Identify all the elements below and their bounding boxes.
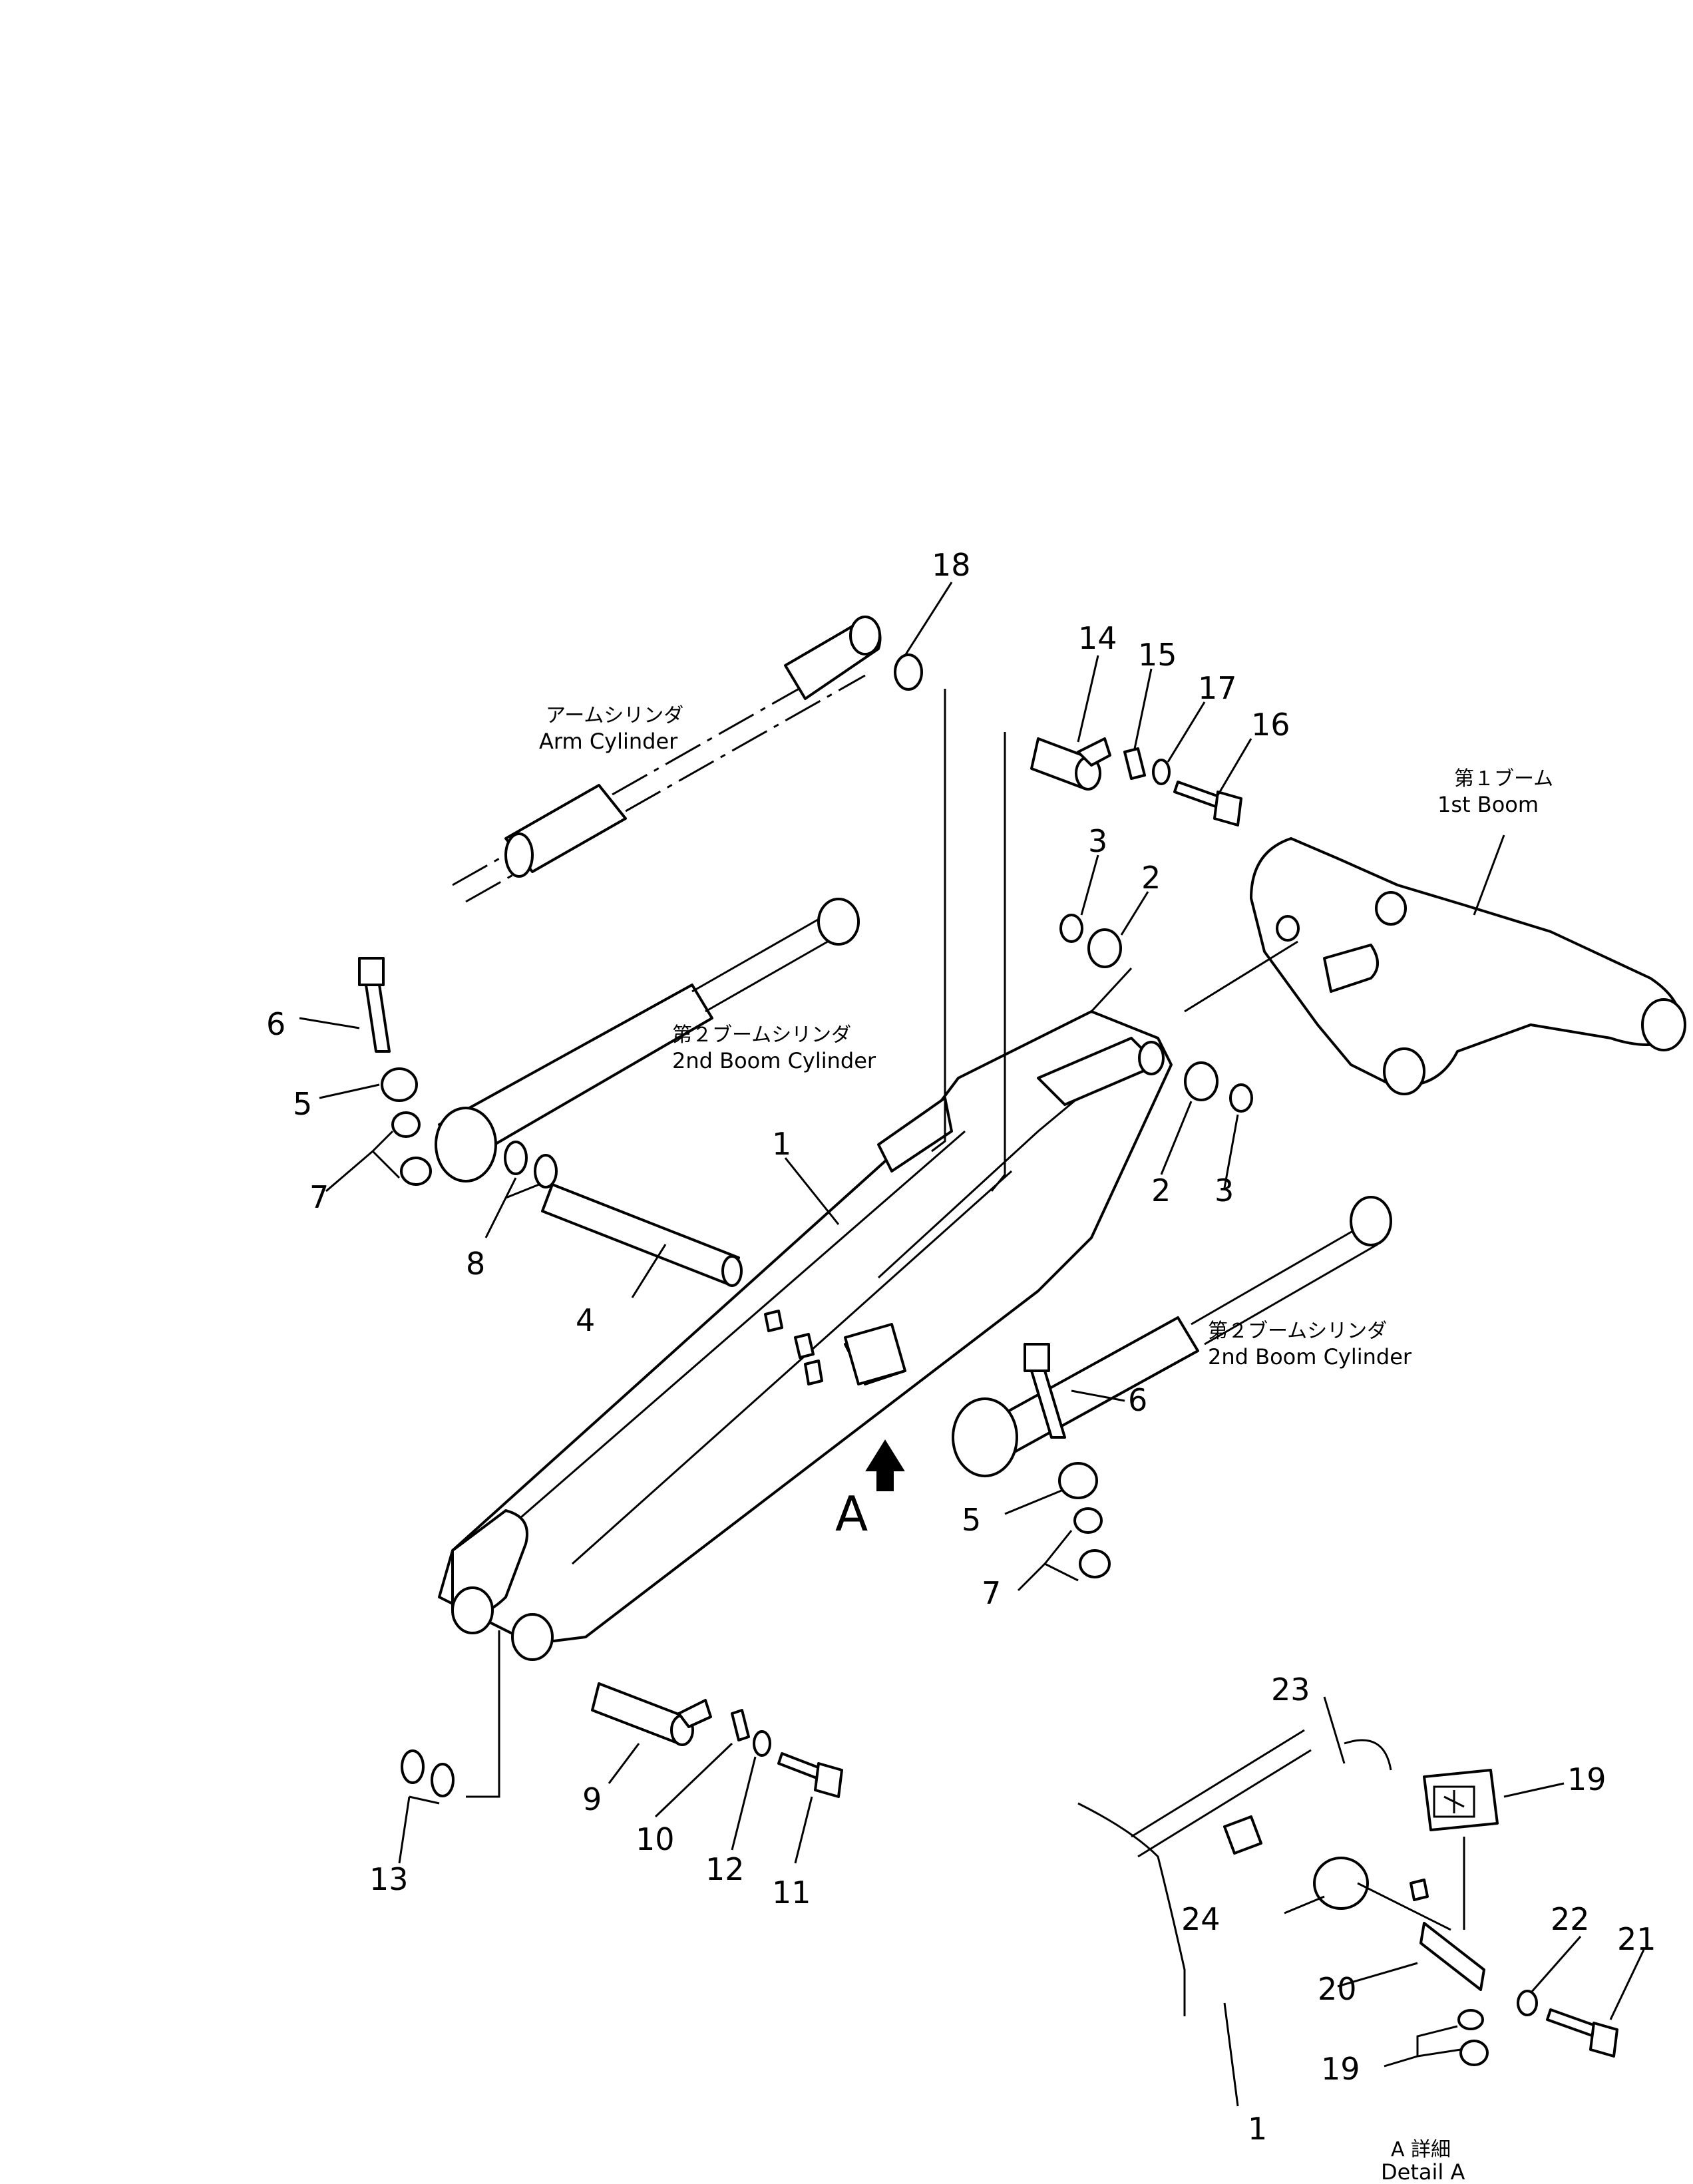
detail-a xyxy=(1077,1729,1618,2066)
callout-13: 13 xyxy=(369,1861,409,1897)
bolt-6-left xyxy=(358,957,391,1053)
washer-13 xyxy=(401,1749,455,1797)
callout-4: 4 xyxy=(576,1302,595,1338)
callout-17: 17 xyxy=(1198,670,1237,706)
callout-22: 22 xyxy=(1551,1901,1590,1937)
pin-4 xyxy=(541,1183,743,1287)
callout-3-lower: 3 xyxy=(1215,1173,1234,1208)
callouts: 18 14 15 17 16 3 2 1 2 3 6 5 7 8 4 6 5 7… xyxy=(266,547,1656,2147)
arm-cylinder-label-en: Arm Cylinder xyxy=(539,729,678,754)
callout-15: 15 xyxy=(1138,637,1177,673)
callout-5-right: 5 xyxy=(962,1502,981,1538)
washer-12 xyxy=(753,1730,771,1757)
callout-16: 16 xyxy=(1251,707,1290,743)
callout-24: 24 xyxy=(1181,1901,1221,1937)
nut-7-right xyxy=(1073,1507,1111,1578)
callout-23: 23 xyxy=(1271,1672,1310,1708)
callout-9: 9 xyxy=(582,1781,602,1817)
callout-19-nut: 19 xyxy=(1321,2051,1360,2087)
callout-8: 8 xyxy=(466,1246,485,1282)
callout-3-upper: 3 xyxy=(1088,823,1107,859)
second-boom-cylinder-upper xyxy=(435,898,860,1183)
plate-10 xyxy=(731,1709,750,1741)
bushing-2-upper xyxy=(1087,928,1122,968)
view-a-label: A xyxy=(835,1486,868,1542)
callout-14: 14 xyxy=(1078,620,1117,656)
detail-a-label-jp: A 詳細 xyxy=(1391,2138,1451,2161)
lamp-on-boom xyxy=(764,1310,906,1385)
plate-15 xyxy=(1123,747,1146,780)
first-boom-label-jp: 第１ブーム xyxy=(1454,767,1553,791)
callout-1: 1 xyxy=(772,1126,791,1162)
bushing-5-right xyxy=(1058,1462,1098,1499)
first-boom-label-en: 1st Boom xyxy=(1437,792,1539,817)
bolt-16 xyxy=(1173,781,1242,826)
callout-5-left: 5 xyxy=(293,1086,312,1122)
arm-cylinder xyxy=(452,616,882,903)
second-boom-cylinder-label-jp-upper: 第２ブームシリンダ xyxy=(672,1023,851,1047)
nut-7-left xyxy=(391,1111,432,1186)
view-a-arrow xyxy=(865,1439,905,1491)
leader-lines xyxy=(299,582,1645,2107)
arm-cylinder-label-jp: アームシリンダ xyxy=(546,704,683,727)
seal-3-upper xyxy=(1059,914,1083,943)
callout-1-detail: 1 xyxy=(1248,2111,1267,2147)
callout-2-lower: 2 xyxy=(1151,1173,1171,1208)
second-boom-cylinder-label-en-upper: 2nd Boom Cylinder xyxy=(672,1048,876,1073)
bushing-2-lower xyxy=(1184,1061,1219,1101)
second-boom-cylinder-lower xyxy=(952,1196,1392,1477)
callout-12: 12 xyxy=(705,1851,745,1887)
pin-9 xyxy=(591,1682,712,1746)
bolt-6-right xyxy=(1024,1343,1066,1439)
callout-7-left: 7 xyxy=(309,1179,329,1215)
callout-6-left: 6 xyxy=(266,1006,285,1042)
pin-14 xyxy=(1030,737,1111,791)
callout-20: 20 xyxy=(1318,1971,1357,2007)
washer-18 xyxy=(894,653,923,691)
washer-8 xyxy=(504,1141,558,1188)
callout-21: 21 xyxy=(1617,1921,1656,1957)
callout-19-lamp: 19 xyxy=(1567,1761,1606,1797)
second-boom-cylinder-label-jp-lower: 第２ブームシリンダ xyxy=(1208,1320,1387,1343)
second-boom-cylinder-label-en-lower: 2nd Boom Cylinder xyxy=(1208,1344,1412,1369)
callout-2-upper: 2 xyxy=(1141,860,1161,896)
callout-18: 18 xyxy=(932,547,971,583)
callout-11: 11 xyxy=(772,1875,811,1911)
first-boom xyxy=(1250,837,1686,1095)
callout-10: 10 xyxy=(636,1821,675,1857)
bolt-11 xyxy=(777,1752,843,1798)
component-labels: アームシリンダ Arm Cylinder 第２ブームシリンダ 2nd Boom … xyxy=(539,704,1553,2184)
bushing-5-left xyxy=(381,1067,418,1102)
seal-3-lower xyxy=(1229,1083,1253,1113)
callout-6-right: 6 xyxy=(1128,1382,1147,1418)
washer-17 xyxy=(1152,759,1171,785)
detail-a-label-en: Detail A xyxy=(1381,2159,1465,2184)
callout-7-right: 7 xyxy=(982,1575,1001,1611)
